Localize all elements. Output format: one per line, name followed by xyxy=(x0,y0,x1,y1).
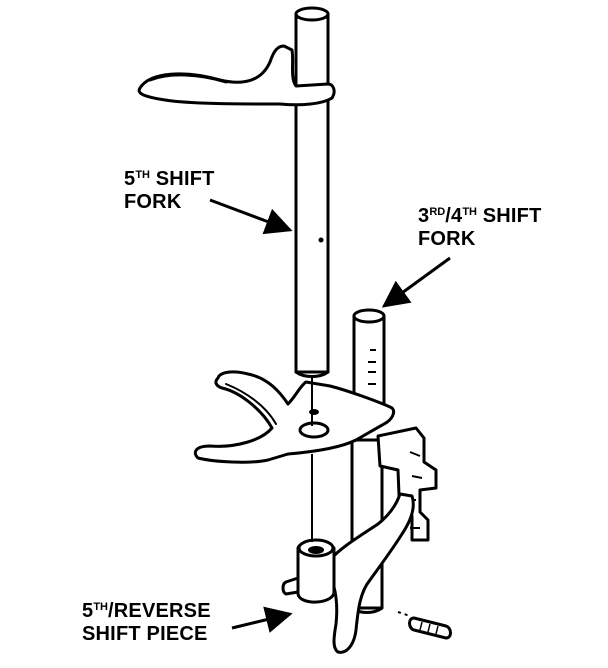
fifth-fork-shaft xyxy=(294,12,330,374)
label-fifth-shift-fork-line1: 5TH SHIFT xyxy=(124,168,215,191)
fifth-fork-arm xyxy=(137,44,336,107)
shift-piece-side-stud xyxy=(281,576,300,596)
label-text: 3 xyxy=(418,205,430,227)
arrow-third-fourth-fork xyxy=(381,256,451,308)
label-text: /4 xyxy=(445,205,463,227)
label-superscript: TH xyxy=(93,601,108,613)
guide-line-pin xyxy=(397,611,411,617)
shift-piece-inner-bore xyxy=(308,546,324,554)
shift-piece-fork xyxy=(328,492,415,654)
label-superscript: RD xyxy=(429,206,446,218)
label-fifth-reverse-shift-piece: 5TH/REVERSE SHIFT PIECE xyxy=(82,600,211,646)
third-fourth-shift-fork-part xyxy=(193,370,396,464)
label-fifth-shift-fork: 5TH SHIFT FORK xyxy=(124,168,215,214)
roll-pin-body xyxy=(408,616,452,640)
label-third-fourth-shift-fork-line1: 3RD/4TH SHIFT xyxy=(418,205,542,228)
label-third-fourth-shift-fork-line2: FORK xyxy=(418,228,476,250)
shaft-top-cap xyxy=(352,308,386,324)
fifth-fork-shaft-top xyxy=(294,6,330,22)
label-text: 5 xyxy=(124,168,136,190)
label-text: /REVERSE xyxy=(108,600,211,622)
label-text: SHIFT xyxy=(150,168,215,190)
label-superscript: TH xyxy=(135,169,150,181)
gate-bracket-slots xyxy=(404,451,423,529)
roll-pin-lines xyxy=(419,621,439,635)
shaft-ring-marks xyxy=(368,349,376,385)
leader-arrows xyxy=(209,198,451,633)
third-fourth-fork-inner xyxy=(225,383,277,425)
label-fifth-shift-fork-line2: FORK xyxy=(124,191,182,213)
fifth-fork-arm-edge xyxy=(148,73,228,84)
label-text: SHIFT xyxy=(476,205,542,227)
fifth-fork-hole xyxy=(318,237,324,243)
fifth-reverse-shift-piece-part xyxy=(281,492,415,654)
third-fourth-fork-pin-hole xyxy=(309,409,319,415)
arrow-fifth-reverse-piece xyxy=(231,606,293,633)
label-fifth-reverse-shift-piece-line2: SHIFT PIECE xyxy=(82,623,208,645)
label-text: 5 xyxy=(82,600,94,622)
label-superscript: TH xyxy=(462,206,477,218)
label-fifth-reverse-shift-piece-line1: 5TH/REVERSE xyxy=(82,600,211,623)
third-fourth-fork-bore xyxy=(298,421,330,439)
arrow-fifth-shift-fork xyxy=(209,198,293,235)
roll-pin xyxy=(408,616,452,640)
assembly-guide-lines xyxy=(311,376,411,617)
label-third-fourth-shift-fork: 3RD/4TH SHIFT FORK xyxy=(418,205,542,251)
